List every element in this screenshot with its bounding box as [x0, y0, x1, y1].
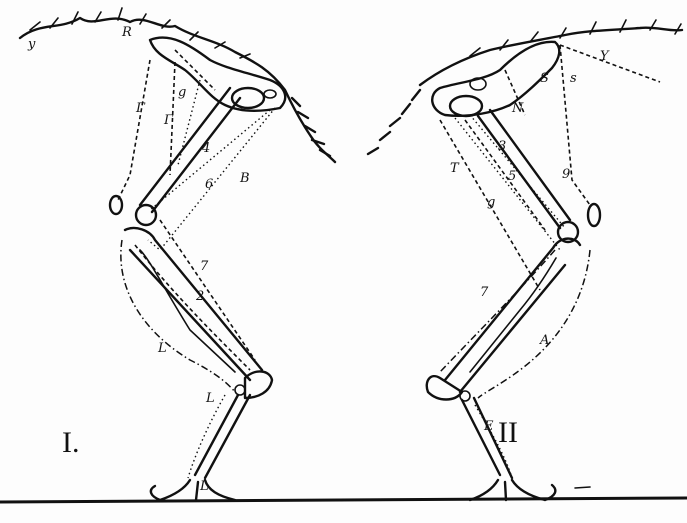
figure-I-ankle [245, 371, 272, 398]
figure-II: Y S s N T 3 5 9 g 7 A E II [368, 20, 682, 500]
figure-I-label-2: 2 [195, 289, 204, 304]
figure-II-tail-vertebrae [368, 90, 420, 154]
figure-I-label-6: 6 [205, 177, 213, 192]
ground-line [0, 498, 687, 502]
figure-I-foot [151, 480, 235, 500]
figure-I-patella [110, 196, 122, 214]
figure-II-label-y: Y [600, 49, 610, 64]
figure-II-label-g: g [487, 195, 495, 210]
figure-I-muscle-2 [135, 245, 250, 370]
figure-II-label-7: 7 [480, 285, 489, 300]
figure-II-label-s2: s [570, 71, 577, 86]
figure-I-tail-vertebrae [292, 98, 330, 156]
figure-II-label-5: 5 [508, 169, 516, 184]
figure-I-label-gamma2: Γ [163, 113, 174, 128]
figure-I: y R Γ g Γ 4 6 B 7 2 L L L I. [20, 8, 335, 500]
figure-II-acetabulum [450, 96, 482, 116]
figure-I-label-g: g [178, 85, 186, 100]
figure-I-muscle-gamma [118, 60, 150, 200]
figure-I-tibiotarsus [125, 228, 262, 380]
figure-I-knee [136, 205, 156, 225]
figure-II-muscle-7 [440, 250, 555, 372]
figure-I-muscle-r [175, 50, 215, 90]
figure-I-acetabulum [232, 88, 264, 108]
figure-I-label-gamma: Γ [135, 101, 146, 116]
figure-I-pubis-foramen [264, 90, 276, 98]
figure-I-label-l2: L [205, 391, 215, 406]
figure-I-muscle-7 [160, 220, 255, 360]
figure-II-numeral: II [498, 416, 518, 449]
figure-I-tarsometatarsus [195, 395, 250, 478]
figure-I-label-4: 4 [201, 141, 210, 156]
figure-II-ankle [427, 376, 462, 399]
figure-II-femur [478, 110, 570, 228]
figure-I-muscle-l-lower [188, 395, 225, 478]
figure-I-label-7: 7 [200, 259, 209, 274]
figure-II-label-n: N [511, 101, 524, 116]
figure-II-tibiotarsus [445, 239, 580, 392]
figure-II-fibula [470, 258, 556, 372]
figure-I-femur [140, 88, 240, 212]
ground-mark [575, 487, 590, 488]
figure-I-label-l3: L [199, 479, 209, 494]
figure-II-label-9: 9 [562, 167, 570, 182]
figure-II-label-s1: S [540, 71, 549, 86]
figure-I-feather-strokes [30, 8, 250, 58]
figure-I-label-r: R [121, 25, 132, 40]
figure-II-patella [588, 204, 600, 226]
figure-I-label-b: B [239, 171, 250, 186]
figure-II-label-3: 3 [498, 139, 506, 154]
figure-II-foot [470, 480, 555, 500]
figure-II-muscle-g [465, 120, 545, 230]
figure-II-label-a: A [539, 333, 549, 348]
figure-II-label-t: T [450, 161, 460, 176]
figure-I-ankle-joint [235, 385, 245, 395]
figure-II-back-outline [420, 28, 682, 85]
figure-I-label-y: y [27, 37, 36, 52]
figure-II-label-e: E [483, 419, 494, 434]
figure-I-label-l1: L [157, 341, 167, 356]
figure-I-numeral: I. [62, 426, 80, 459]
